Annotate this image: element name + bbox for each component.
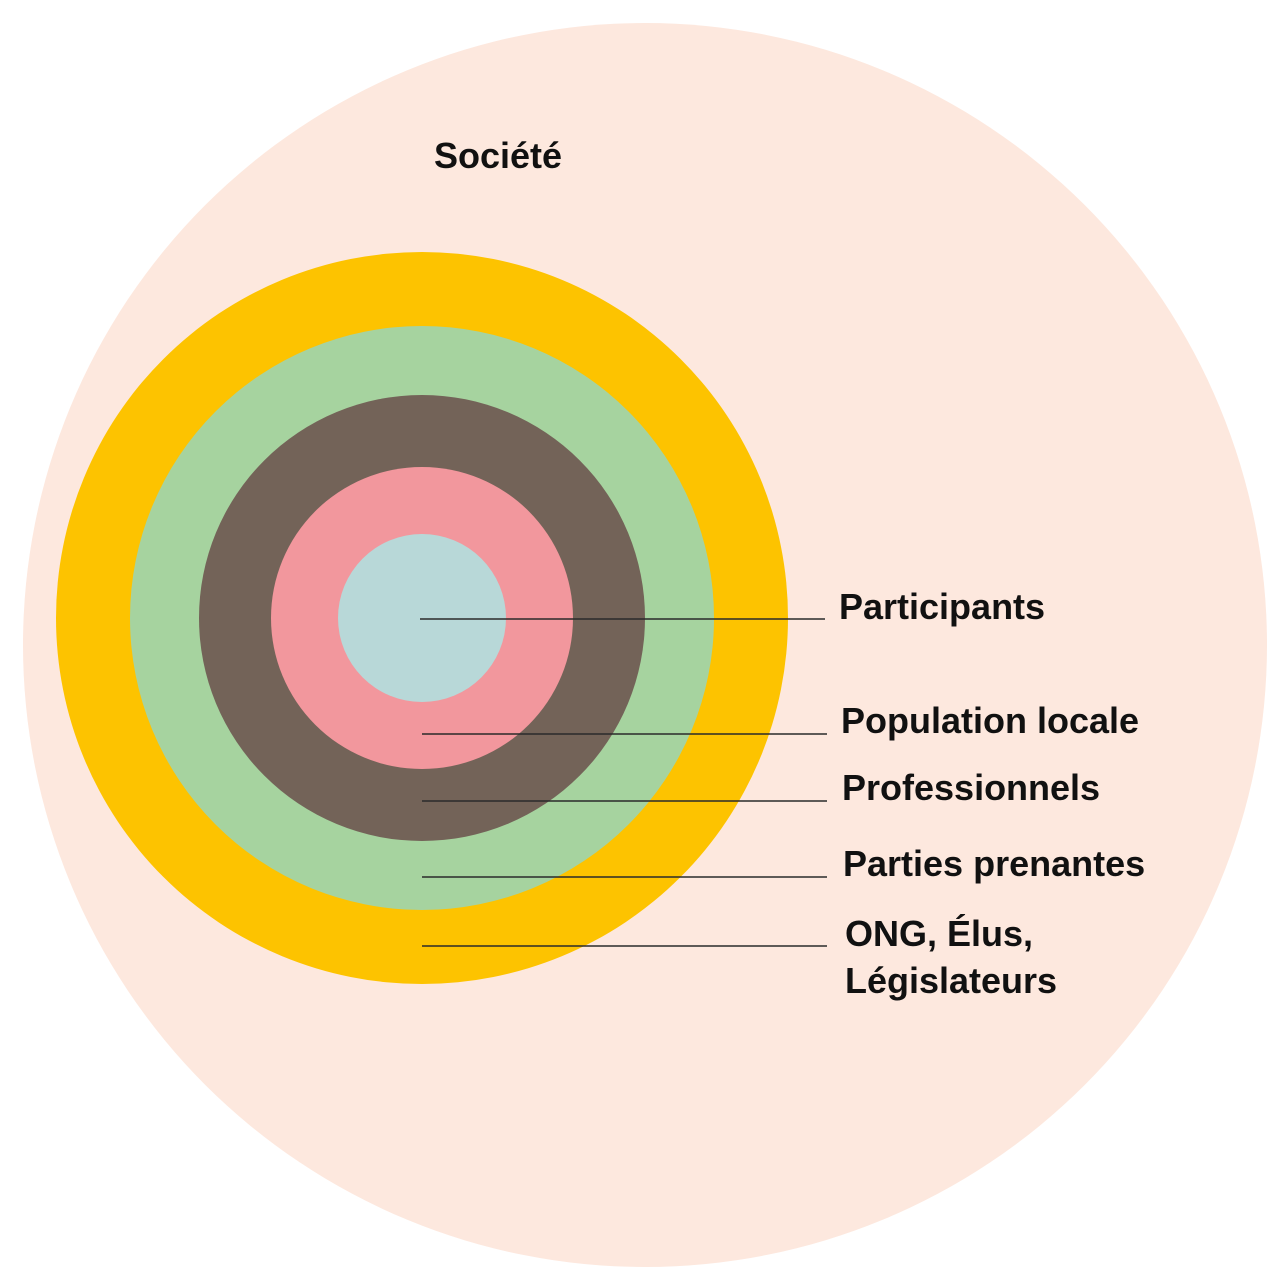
professionals-label: Professionnels [842,767,1100,808]
participants-circle [338,534,506,702]
participants-label: Participants [839,586,1045,627]
ngo-label-line2: Législateurs [845,960,1057,1001]
local-population-label: Population locale [841,700,1139,741]
society-label: Société [434,135,562,176]
ngo-label-line1: ONG, Élus, [845,913,1033,954]
stakeholders-label: Parties prenantes [843,843,1145,884]
